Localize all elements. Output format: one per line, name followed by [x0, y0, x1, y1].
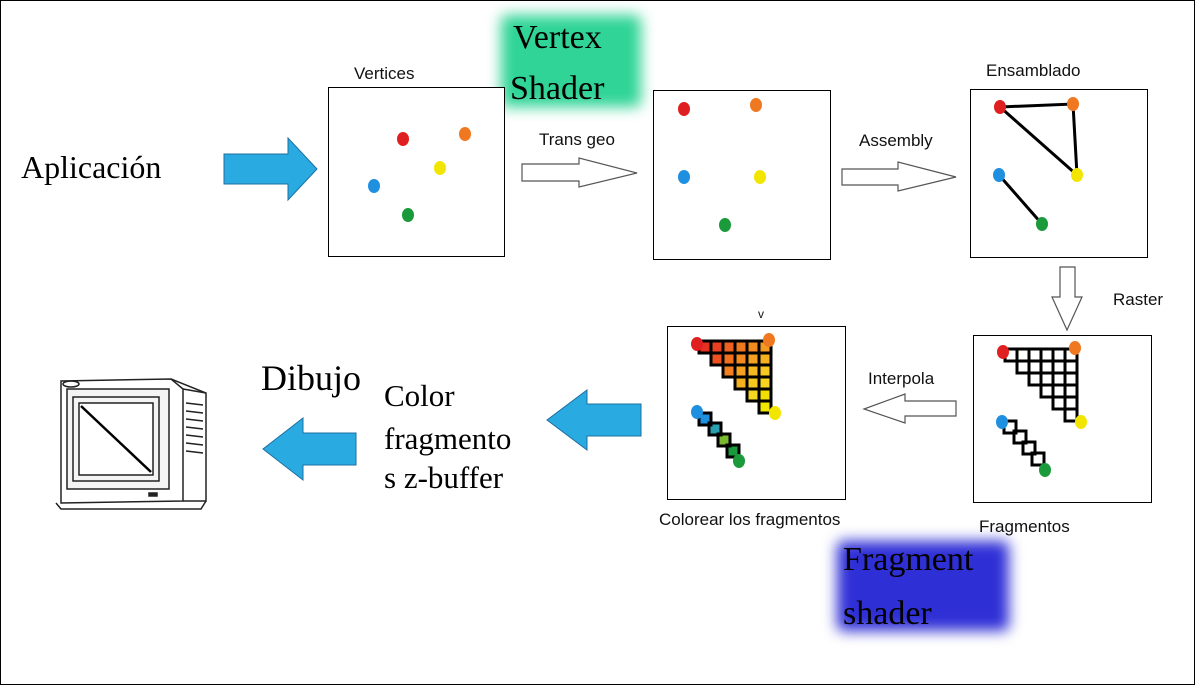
- color-fragment-label-line3: s z-buffer: [384, 460, 504, 495]
- monitor-icon: [55, 378, 207, 510]
- transformed-points: [678, 98, 766, 232]
- vertex-shader-label-line1: Vertex: [513, 19, 602, 56]
- vertices-points: [368, 127, 471, 222]
- fragmentos-label: Fragmentos: [979, 517, 1070, 536]
- color-fragment-arrow: [546, 389, 642, 451]
- raster-arrow: [1051, 266, 1083, 332]
- fragment-shader-label-line2: shader: [843, 595, 932, 632]
- ensamblado-label: Ensamblado: [986, 61, 1081, 80]
- vertex-shader-box: [653, 90, 831, 260]
- fragment-shader-highlight: [837, 541, 1009, 631]
- dibujo-arrow: [262, 416, 357, 482]
- trans-geo-label: Trans geo: [539, 130, 615, 149]
- interpola-arrow: [862, 393, 957, 424]
- fragment-grid: [1002, 347, 1079, 467]
- aplicacion-label: Aplicación: [21, 149, 162, 185]
- color-fragment-label-line1: Color: [384, 378, 455, 413]
- dibujo-label: Dibujo: [261, 358, 362, 398]
- assembly-arrow: [841, 161, 957, 192]
- colorear-label: Colorear los fragmentos: [659, 510, 841, 529]
- fragment-points: [996, 341, 1087, 477]
- colored-fragments: [699, 341, 771, 457]
- small-v-label: v: [758, 307, 764, 321]
- vertices-label: Vertices: [354, 64, 415, 83]
- fragment-shader-label-line1: Fragment: [843, 541, 974, 578]
- interpola-label: Interpola: [868, 369, 935, 388]
- assembled-primitives: [993, 97, 1083, 231]
- vertex-shader-label-line2: Shader: [510, 70, 605, 107]
- raster-label: Raster: [1113, 290, 1164, 309]
- assembly-label: Assembly: [859, 131, 933, 150]
- vertex-shader-highlight: [501, 15, 641, 107]
- trans-geo-arrow: [521, 157, 638, 188]
- colored-fragment-grid: [697, 339, 773, 459]
- colored-points: [691, 333, 781, 468]
- aplicacion-arrow: [223, 136, 318, 202]
- vertices-box: [328, 87, 505, 257]
- color-fragment-label-line2: fragmento: [384, 421, 512, 456]
